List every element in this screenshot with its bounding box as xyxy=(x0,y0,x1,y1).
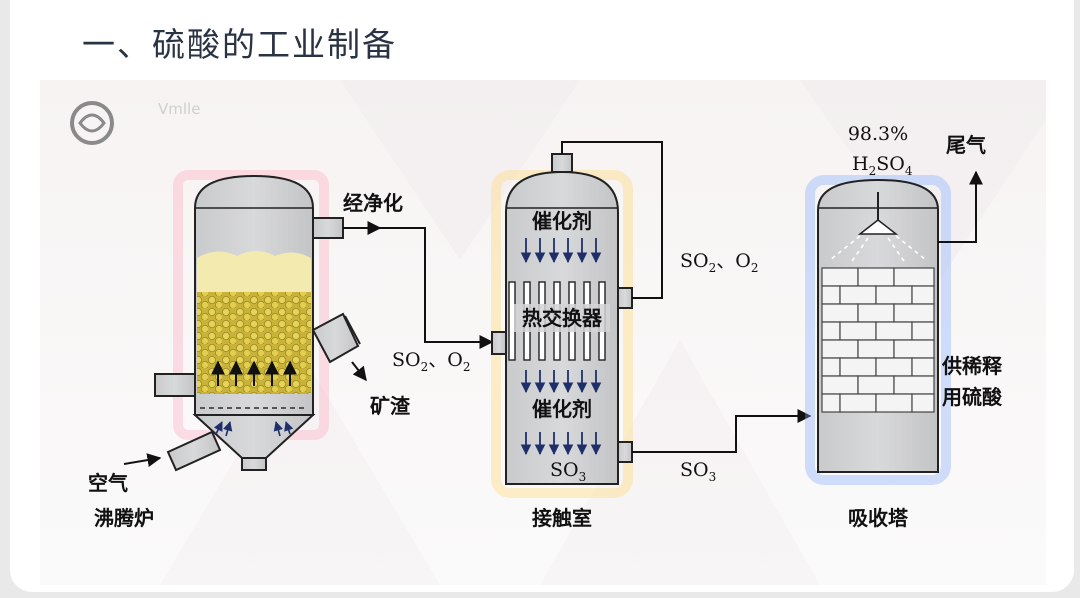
contact-chamber: 催化剂 热交换器 催化剂 SO3 接触室 xyxy=(491,153,633,530)
so3-transfer-label: SO3 xyxy=(680,459,716,484)
contact-chamber-label: 接触室 xyxy=(532,506,592,530)
watermark-text: Vmlle xyxy=(158,100,200,118)
dilute-acid-line2: 用硫酸 xyxy=(942,385,1003,409)
heat-exchanger-label: 热交换器 xyxy=(522,306,603,330)
acid-concentration-label: 98.3% xyxy=(848,123,908,145)
slag-label: 矿渣 xyxy=(370,394,411,418)
purified-gas-pipe xyxy=(343,227,494,349)
recycle-gas-label: SO2、O2 xyxy=(680,250,758,275)
background-triangles xyxy=(160,80,1046,585)
dilute-acid-line1: 供稀释 xyxy=(941,354,1003,378)
purified-label: 经净化 xyxy=(343,191,403,215)
absorption-tower: 98.3% H2SO4 吸收塔 xyxy=(805,123,983,530)
sulfuric-acid-process-diagram: Vmlle xyxy=(40,80,1046,585)
chamber-so3-label: SO3 xyxy=(550,459,586,484)
slide-page: 一、硫酸的工业制备 xyxy=(10,0,1074,592)
recycle-pipe xyxy=(561,141,663,299)
absorption-tower-label: 吸收塔 xyxy=(848,506,909,530)
feed-gas-label: SO2、O2 xyxy=(392,349,470,374)
brick-packing xyxy=(821,267,935,413)
process-flow-svg: Vmlle xyxy=(40,80,1046,585)
boiling-furnace: 沸腾炉 xyxy=(94,170,367,530)
acid-formula-label: H2SO4 xyxy=(852,153,913,178)
watermark-logo: Vmlle xyxy=(70,100,200,145)
so3-transfer-pipe xyxy=(632,409,812,453)
catalyst-bottom-label: 催化剂 xyxy=(532,397,592,421)
tail-gas-label: 尾气 xyxy=(946,133,986,157)
air-in-label: 空气 xyxy=(88,471,128,495)
catalyst-top-label: 催化剂 xyxy=(532,209,592,233)
furnace-label: 沸腾炉 xyxy=(94,506,154,530)
page-title: 一、硫酸的工业制备 xyxy=(82,25,397,64)
